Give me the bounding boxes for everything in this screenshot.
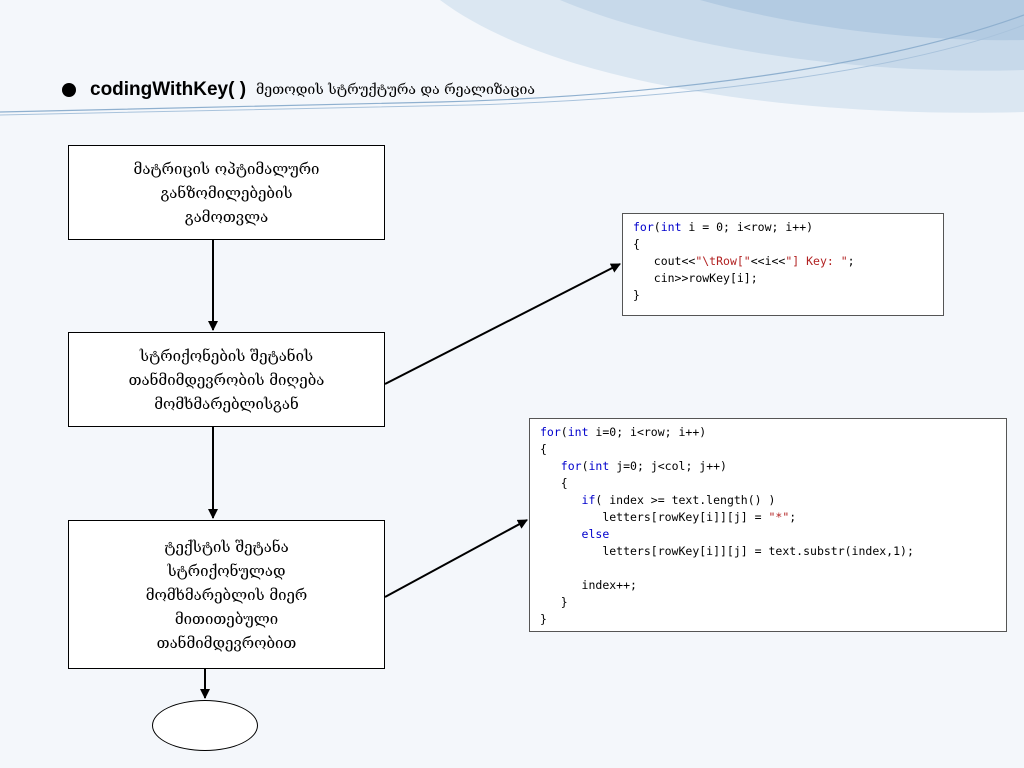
heading-method-name: codingWithKey( ): [90, 79, 247, 100]
code-block-read-row-keys: for(int i = 0; i<row; i++){ cout<<"\tRow…: [622, 213, 944, 316]
step-text-line: მომხმარებლის მიერ: [145, 585, 308, 604]
code-keyword: int: [588, 459, 610, 473]
step-text-line: მატრიცის ოპტიმალური: [133, 159, 320, 178]
step-text-line: მომხმარებლისგან: [154, 394, 299, 413]
code-string: "*": [768, 510, 790, 524]
code-text: (: [653, 220, 661, 234]
code-line: cout<<"\tRow["<<i<<"] Key: ";: [633, 253, 933, 270]
code-text: i=0; i<row; i++): [588, 425, 707, 439]
step-text-line: თანმიმდევრობის მიღება: [128, 370, 325, 389]
code-line: if( index >= text.length() ): [540, 492, 996, 509]
heading-description: მეთოდის სტრუქტურა და რეალიზაცია: [256, 82, 535, 98]
code-indent: [540, 510, 602, 524]
code-text: {: [560, 476, 568, 490]
code-indent: [540, 595, 561, 609]
code-indent: [540, 476, 561, 490]
code-string: "\tRow[": [695, 254, 751, 268]
code-keyword: if: [581, 493, 596, 507]
step-text-line: გამოთვლა: [184, 207, 269, 226]
step-text-line: სტრიქონულად: [167, 561, 286, 580]
code-text: letters[rowKey[i]][j] =: [602, 510, 769, 524]
flow-step-compute-dimensions: მატრიცის ოპტიმალური განზომილებების გამოთ…: [68, 145, 385, 240]
code-indent: [633, 254, 654, 268]
code-text: }: [560, 595, 568, 609]
code-text: (: [560, 425, 568, 439]
code-keyword: for: [560, 459, 582, 473]
code-text: letters[rowKey[i]][j] = text.substr(inde…: [602, 544, 914, 558]
code-line: {: [540, 441, 996, 458]
code-line: {: [633, 236, 933, 253]
code-line: index++;: [540, 577, 996, 594]
arrow-step3-to-code2: [384, 519, 528, 598]
code-text: <<i<<: [750, 254, 786, 268]
code-text: ;: [789, 510, 797, 524]
code-indent: [633, 271, 654, 285]
code-line: [540, 560, 996, 577]
code-line: for(int i=0; i<row; i++): [540, 424, 996, 441]
code-indent: [540, 527, 582, 541]
flow-step-enter-text: ტექსტის შეტანა სტრიქონულად მომხმარებლის …: [68, 520, 385, 669]
code-keyword: else: [581, 527, 610, 541]
code-text: i = 0; i<row; i++): [681, 220, 814, 234]
code-line: for(int j=0; j<col; j++): [540, 458, 996, 475]
step-text-line: ტექსტის შეტანა: [164, 537, 289, 556]
code-line: letters[rowKey[i]][j] = text.substr(inde…: [540, 543, 996, 560]
code-block-fill-letters-matrix: for(int i=0; i<row; i++){ for(int j=0; j…: [529, 418, 1007, 632]
code-keyword: int: [660, 220, 682, 234]
step-text-line: მითითებული: [174, 609, 279, 628]
code-text: (: [581, 459, 589, 473]
arrow-step2-to-code1: [384, 263, 621, 385]
code-line: else: [540, 526, 996, 543]
code-indent: [540, 544, 602, 558]
code-indent: [540, 459, 561, 473]
code-text: ( index >= text.length() ): [595, 493, 776, 507]
code-text: }: [633, 288, 640, 302]
code-line: }: [540, 611, 996, 628]
code-text: index++;: [581, 578, 637, 592]
code-text: {: [540, 442, 547, 456]
step-text-line: განზომილებების: [160, 183, 293, 202]
code-indent: [540, 578, 582, 592]
code-text: }: [540, 612, 547, 626]
code-text: j=0; j<col; j++): [609, 459, 727, 473]
code-keyword: for: [633, 220, 654, 234]
code-line: letters[rowKey[i]][j] = "*";: [540, 509, 996, 526]
flow-end-terminal: [152, 700, 258, 751]
code-text: cin>>rowKey[i];: [653, 271, 758, 285]
code-text: cout<<: [653, 254, 696, 268]
code-line: cin>>rowKey[i];: [633, 270, 933, 287]
code-indent: [540, 493, 582, 507]
step-text-line: სტრიქონების შეტანის: [139, 346, 314, 365]
code-line: }: [540, 594, 996, 611]
code-string: "] Key: ": [785, 254, 848, 268]
code-text: ;: [847, 254, 855, 268]
flow-step-get-row-order: სტრიქონების შეტანის თანმიმდევრობის მიღებ…: [68, 332, 385, 427]
code-keyword: for: [540, 425, 561, 439]
slide-heading: codingWithKey( ) მეთოდის სტრუქტურა და რე…: [62, 76, 535, 104]
code-keyword: int: [567, 425, 589, 439]
code-text: {: [633, 237, 640, 251]
step-text-line: თანმიმდევრობით: [156, 633, 297, 652]
code-line: }: [633, 287, 933, 304]
bullet-dot: [62, 83, 76, 97]
code-line: for(int i = 0; i<row; i++): [633, 219, 933, 236]
code-line: {: [540, 475, 996, 492]
